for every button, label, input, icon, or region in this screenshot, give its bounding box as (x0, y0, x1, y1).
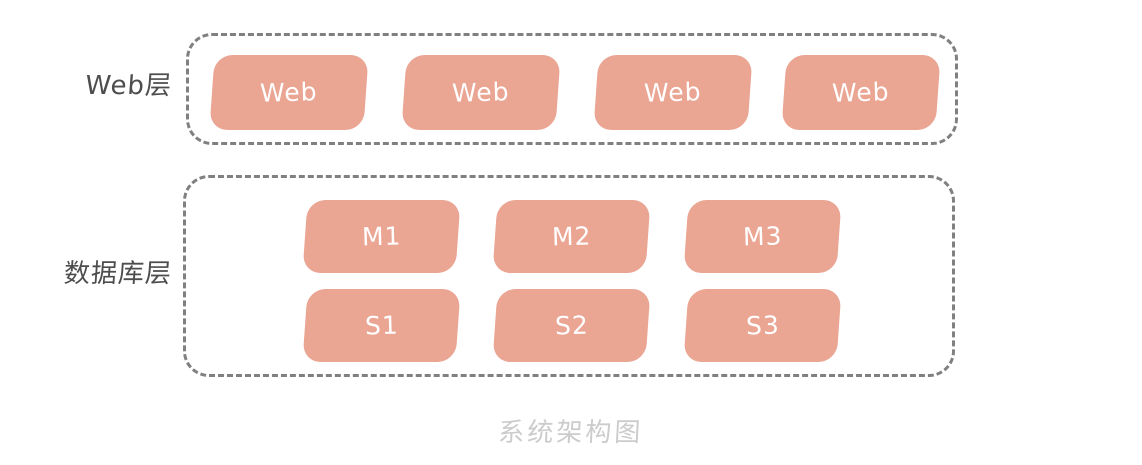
node-label: S3 (745, 310, 780, 341)
node-slave-2[interactable]: S2 (492, 289, 651, 362)
node-web-1[interactable]: Web (209, 55, 369, 130)
layer-group-database (183, 175, 955, 377)
layer-group-web (186, 33, 958, 145)
node-label: S2 (554, 310, 589, 341)
node-master-3[interactable]: M3 (683, 200, 842, 273)
node-web-2[interactable]: Web (401, 55, 561, 130)
node-master-2[interactable]: M2 (492, 200, 651, 273)
node-label: Web (643, 77, 703, 108)
layer-label-database: 数据库层 (62, 259, 174, 289)
node-label: Web (831, 77, 891, 108)
node-label: M3 (742, 221, 783, 252)
diagram-caption: 系统架构图 (497, 418, 645, 448)
node-label: Web (451, 77, 511, 108)
node-slave-3[interactable]: S3 (683, 289, 842, 362)
node-label: Web (259, 77, 319, 108)
node-label: M2 (551, 221, 592, 252)
node-slave-1[interactable]: S1 (302, 289, 461, 362)
node-web-4[interactable]: Web (781, 55, 941, 130)
layer-label-web: Web层 (84, 71, 174, 101)
node-label: S1 (364, 310, 399, 341)
node-web-3[interactable]: Web (593, 55, 753, 130)
node-master-1[interactable]: M1 (302, 200, 461, 273)
node-label: M1 (361, 221, 402, 252)
